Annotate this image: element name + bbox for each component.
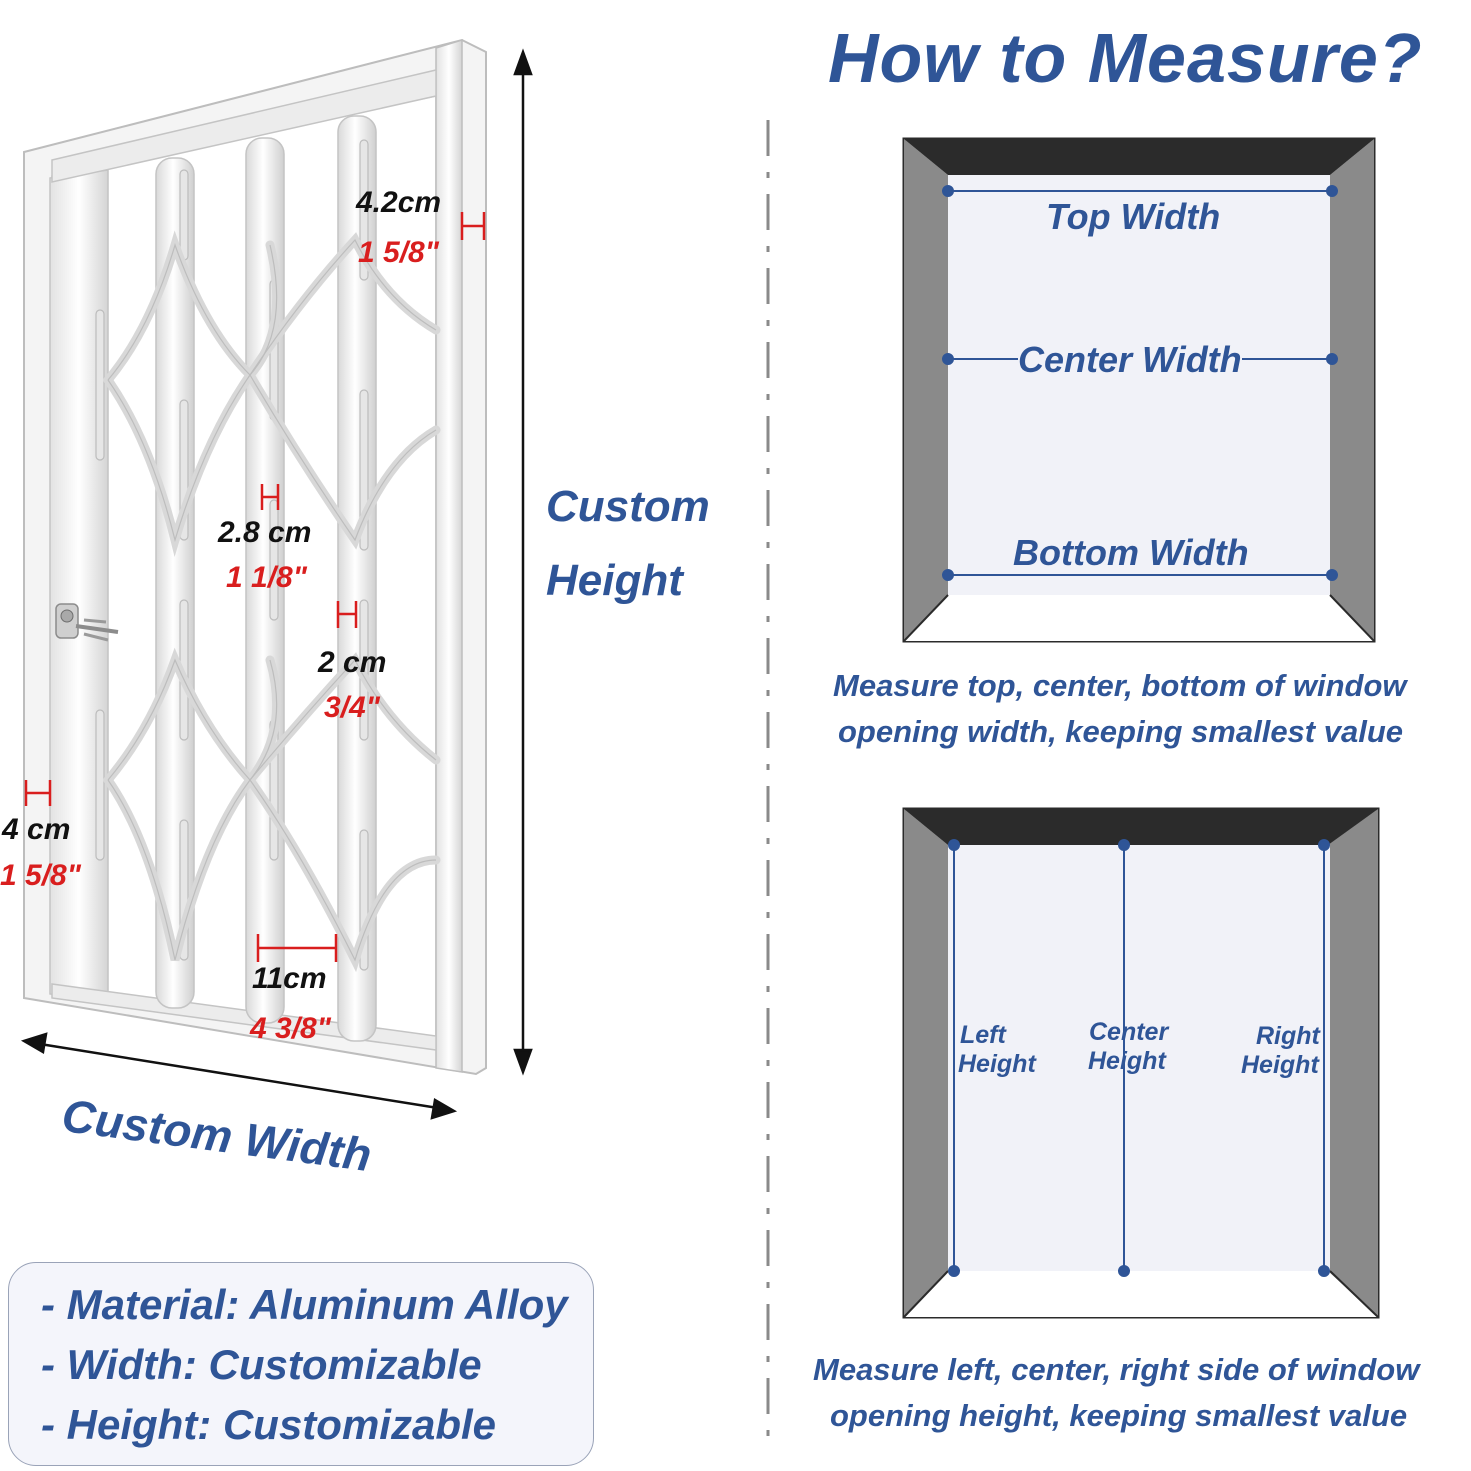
height-caption-line2: opening height, keeping smallest value (830, 1398, 1408, 1433)
dim-spacing-inch: 4 3/8" (250, 1012, 331, 1045)
custom-height-label-line2: Height (546, 556, 683, 605)
bottom-width-label: Bottom Width (1013, 532, 1249, 573)
right-height-label-line1: Right (1256, 1022, 1320, 1050)
gate-top-rail (51, 69, 437, 183)
width-lines (942, 185, 1338, 581)
specs-panel: - Material: Aluminum Alloy - Width: Cust… (8, 1262, 594, 1466)
dim-frame-width-inch: 1 5/8" (0, 859, 81, 892)
right-height-label-line2: Height (1241, 1051, 1319, 1079)
dim-bar-gap-cm: 2.8 cm (218, 516, 312, 549)
center-width-label: Center Width (1018, 339, 1242, 381)
page-title: How to Measure? (828, 19, 1423, 97)
width-measure-diagram (902, 137, 1376, 643)
center-height-label-line1: Center (1089, 1018, 1169, 1046)
left-height-label-line1: Left (960, 1021, 1006, 1049)
spec-height: - Height: Customizable (41, 1401, 497, 1448)
height-measure-diagram (902, 807, 1380, 1319)
security-gate-illustration (20, 38, 533, 1120)
height-lines (948, 839, 1330, 1277)
dim-bar-width-cm: 2 cm (318, 646, 387, 679)
dim-top-gap-cm: 4.2cm (356, 186, 442, 219)
dim-spacing-cm: 11cm (252, 962, 327, 995)
center-height-label-line2: Height (1088, 1047, 1166, 1075)
spec-width: - Width: Customizable (41, 1341, 482, 1388)
height-caption-line1: Measure left, center, right side of wind… (813, 1352, 1420, 1387)
width-arrow (20, 1032, 458, 1120)
top-width-label: Top Width (1046, 196, 1221, 237)
lock-icon (55, 603, 119, 642)
dim-bar-gap-inch: 1 1/8" (226, 561, 307, 594)
gate-lattice-outline (107, 238, 437, 962)
dim-frame-width-cm: 4 cm (2, 813, 71, 846)
dim-top-gap-inch: 1 5/8" (358, 236, 439, 269)
dimension-markers (24, 212, 486, 962)
spec-material: - Material: Aluminum Alloy (41, 1281, 568, 1328)
custom-height-label-line1: Custom (546, 482, 710, 531)
left-height-label-line2: Height (958, 1050, 1036, 1078)
vertical-divider (766, 120, 770, 1440)
gate-right-post (435, 38, 463, 1073)
height-arrow (513, 48, 533, 1076)
width-caption-line2: opening width, keeping smallest value (838, 714, 1404, 749)
width-caption-line1: Measure top, center, bottom of window (833, 668, 1407, 703)
dim-bar-width-inch: 3/4" (324, 691, 380, 724)
